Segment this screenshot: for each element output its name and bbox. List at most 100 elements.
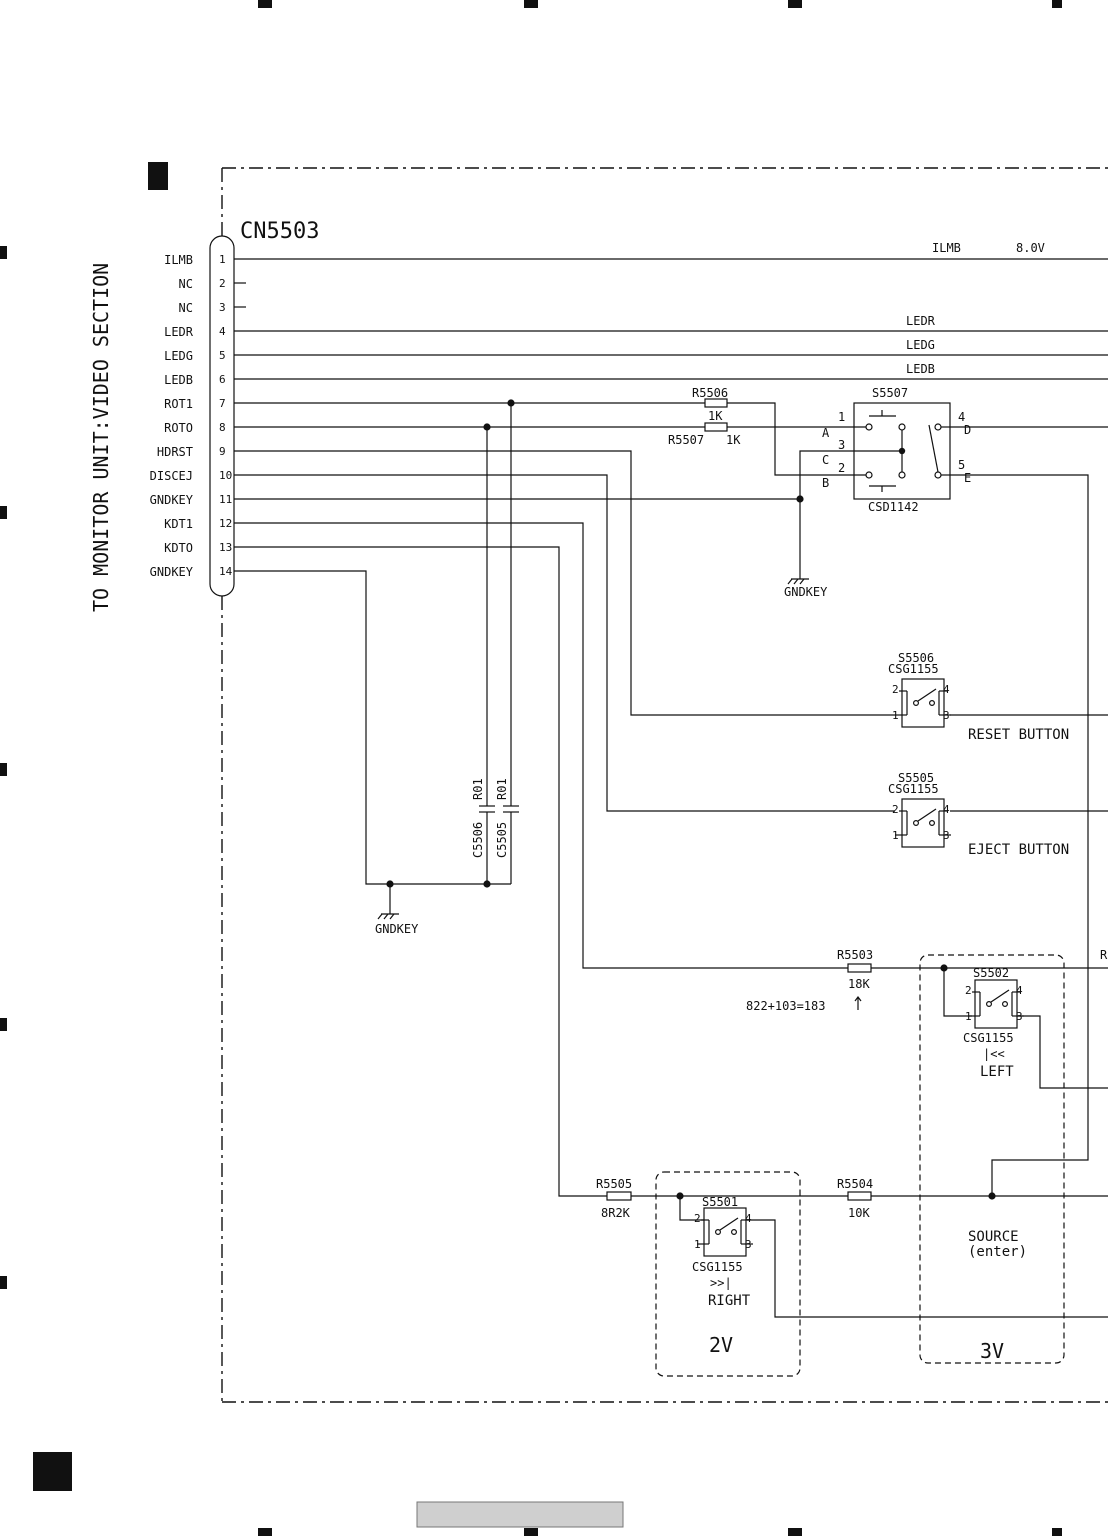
- s5502-ref: S5502: [973, 966, 1009, 980]
- corner-marker: [148, 162, 168, 190]
- s5502-function: LEFT: [980, 1064, 1014, 1080]
- net-label-ledb: LEDB: [906, 362, 935, 376]
- switch-pin-number: 2: [892, 683, 899, 696]
- net-label-ledr: LEDR: [906, 314, 936, 328]
- resistor-r5506: R5506 1K: [692, 386, 728, 423]
- net-label-ilmb: ILMB: [932, 241, 961, 255]
- up-arrow-icon: [854, 996, 862, 1010]
- switch-pin-number: 3: [943, 829, 950, 842]
- svg-text:4: 4: [958, 410, 965, 424]
- pin-number: 2: [219, 277, 226, 290]
- pin-number: 7: [219, 397, 226, 410]
- connector-name: CN5503: [240, 219, 319, 244]
- svg-text:1K: 1K: [708, 409, 723, 423]
- encoder-s5507: S5507 CSD1142 1 2 3 4 5 A B C D E: [822, 386, 971, 514]
- eject-button-label: EJECT BUTTON: [968, 842, 1069, 858]
- svg-text:D: D: [964, 423, 971, 437]
- svg-text:18K: 18K: [848, 977, 870, 991]
- s5501-ref: S5501: [702, 1195, 738, 1209]
- svg-text:GNDKEY: GNDKEY: [375, 922, 419, 936]
- svg-text:8R2K: 8R2K: [601, 1206, 631, 1220]
- group-3v-box: [919, 954, 1065, 1364]
- resistor-r5505: R5505 8R2K: [596, 1177, 632, 1220]
- pin-number: 3: [219, 301, 226, 314]
- kdt1-wiring: [234, 522, 1108, 1089]
- switch-pin-number: 2: [892, 803, 899, 816]
- capacitor-c5505: C5505 R01: [495, 778, 519, 858]
- page-number-block: [33, 1452, 72, 1491]
- resistor-r5503: R5503 18K: [837, 948, 873, 991]
- svg-text:C5506: C5506: [471, 822, 485, 858]
- pin-number: 8: [219, 421, 226, 434]
- svg-text:S5507: S5507: [872, 386, 908, 400]
- pin-signal-label: KDTO: [164, 541, 193, 555]
- pin-signal-label: ROT1: [164, 397, 193, 411]
- svg-text:2: 2: [838, 461, 845, 475]
- pin-signal-label: GNDKEY: [150, 565, 194, 579]
- svg-text:R5505: R5505: [596, 1177, 632, 1191]
- capacitor-wiring: [234, 403, 512, 888]
- svg-text:GNDKEY: GNDKEY: [784, 585, 828, 599]
- switch-pin-number: 3: [1016, 1010, 1023, 1023]
- svg-text:R01: R01: [495, 778, 509, 800]
- pin-signal-label: ROTO: [164, 421, 193, 435]
- registration-marks: [0, 0, 1062, 1536]
- s5501-part: CSG1155: [692, 1260, 743, 1274]
- capacitor-c5506: C5506 R01: [471, 778, 495, 858]
- unit-boundary: [221, 167, 1108, 1403]
- s5501-function: RIGHT: [708, 1293, 751, 1309]
- footer-bar: [416, 1501, 624, 1528]
- s5506-part: CSG1155: [888, 662, 939, 676]
- svg-text:3: 3: [838, 438, 845, 452]
- switch-pin-number: 3: [745, 1238, 752, 1251]
- svg-text:R01: R01: [471, 778, 485, 800]
- top-wires: [234, 258, 1108, 380]
- svg-text:1: 1: [838, 410, 845, 424]
- switch-pin-number: 4: [1016, 984, 1023, 997]
- switch-pin-number: 1: [965, 1010, 972, 1023]
- pin-signal-label: LEDB: [164, 373, 193, 387]
- s5501-symbol: >>|: [710, 1276, 732, 1290]
- connector-pin: DISCEJ 10: [150, 469, 233, 483]
- s5505-part: CSG1155: [888, 782, 939, 796]
- pin-number: 9: [219, 445, 226, 458]
- pin-number: 10: [219, 469, 232, 482]
- group-2v-label: 2V: [709, 1333, 733, 1357]
- svg-text:C: C: [822, 453, 829, 467]
- svg-text:5: 5: [958, 458, 965, 472]
- connector-body: [209, 235, 235, 597]
- s5502-part: CSG1155: [963, 1031, 1014, 1045]
- resistor-r5507: R5507 1K: [668, 422, 741, 447]
- switch-pin-number: 2: [694, 1212, 701, 1225]
- cut-net-label: R: [1100, 948, 1108, 962]
- svg-text:C5505: C5505: [495, 822, 509, 858]
- pin-number: 13: [219, 541, 232, 554]
- pin-number: 5: [219, 349, 226, 362]
- switch-pin-number: 4: [943, 803, 950, 816]
- pin-signal-label: LEDR: [164, 325, 194, 339]
- pin-signal-label: NC: [179, 277, 193, 291]
- svg-text:R5504: R5504: [837, 1177, 873, 1191]
- pin-signal-label: GNDKEY: [150, 493, 194, 507]
- svg-text:A: A: [822, 426, 830, 440]
- ground-symbol-encoder: GNDKEY: [784, 578, 828, 599]
- pin-signal-label: HDRST: [157, 445, 193, 459]
- svg-text:R5506: R5506: [692, 386, 728, 400]
- switch-pin-number: 3: [943, 709, 950, 722]
- s5502-symbol: |<<: [983, 1047, 1005, 1061]
- pin-signal-label: DISCEJ: [150, 469, 193, 483]
- source-label-1: SOURCE: [968, 1229, 1019, 1245]
